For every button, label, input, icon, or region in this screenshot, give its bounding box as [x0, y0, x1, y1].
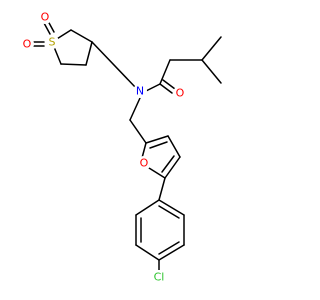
atom-sulfonyl-oxygen-left: O: [20, 37, 34, 51]
atom-label-layer: S O O N O O Cl: [20, 10, 187, 284]
atom-sulfonyl-oxygen-top: O: [38, 10, 52, 24]
bond-c3-c4: [85, 41, 93, 66]
bond-furan-o-c2: [141, 142, 147, 159]
bond-c3-n: [91, 41, 137, 89]
sulfur-label: S: [49, 36, 56, 49]
bond-ph-4-5-b: [158, 241, 180, 255]
atom-furan-oxygen: O: [137, 156, 151, 170]
bond-ch-me1: [201, 36, 222, 61]
amide-oxygen-label: O: [176, 87, 185, 100]
bond-c-o-b: [162, 79, 176, 90]
atom-amide-oxygen: O: [173, 86, 187, 100]
bond-c2-c3: [70, 29, 93, 43]
bond-c4-c5: [60, 63, 87, 66]
bond-s-o1-b: [47, 20, 55, 33]
bond-ph-3-4: [135, 244, 160, 261]
bond-c-ch2: [159, 59, 171, 85]
bond-furan-c2-c3: [145, 135, 169, 144]
bond-ph-6-1-b: [158, 205, 180, 219]
bond-ph-6-1: [158, 199, 185, 216]
sulfonyl-oxygen-left-label: O: [23, 38, 32, 51]
bond-ch-me2: [201, 59, 222, 84]
furan-oxygen-label: O: [140, 157, 149, 170]
bond-furan-c5-o: [148, 167, 166, 179]
bond-ch2-furanc2: [129, 119, 147, 144]
atom-sulfur: S: [45, 35, 59, 49]
molecule-structure: S O O N O O Cl: [20, 10, 222, 284]
bond-furan-c3-c4: [167, 135, 181, 158]
bond-furan-phenyl: [158, 177, 166, 201]
nitrogen-label: N: [136, 85, 144, 98]
bond-s-o1-a: [43, 22, 51, 35]
sulfonyl-oxygen-top-label: O: [41, 11, 50, 24]
bond-c-o-a: [159, 83, 173, 94]
bond-n-ch2: [129, 97, 141, 121]
bond-furan-c4-c5: [164, 156, 181, 179]
atom-nitrogen: N: [133, 84, 147, 98]
bond-furan-c2-c3-b: [149, 141, 168, 149]
bond-furan-c4-c5-b: [161, 155, 175, 173]
bond-ph-4-5: [158, 244, 185, 261]
chlorine-label: Cl: [154, 271, 165, 284]
atom-chlorine: Cl: [149, 270, 169, 284]
bond-ph-1-2: [135, 199, 160, 216]
bond-layer: [31, 20, 222, 271]
